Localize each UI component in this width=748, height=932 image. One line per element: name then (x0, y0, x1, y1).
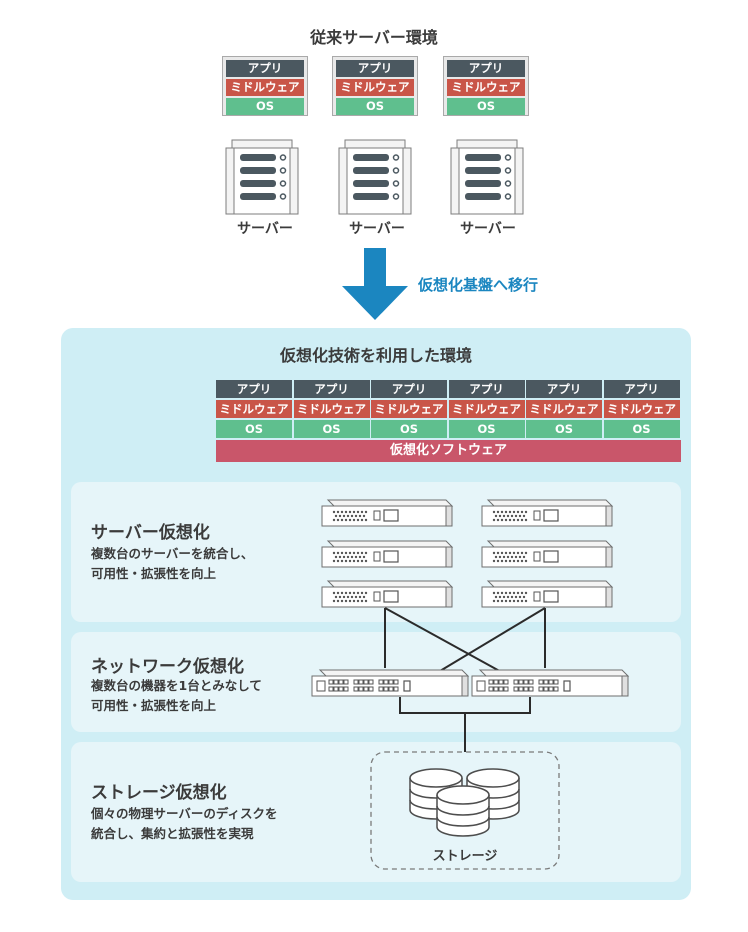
server-label-3: サーバー (460, 221, 516, 237)
server-virt-desc-1: 複数台のサーバーを統合し、 (91, 546, 254, 561)
traditional-stack-3: アプリ ミドルウェア OS (443, 56, 529, 116)
rack-server-icon (481, 540, 613, 568)
network-virt-title: ネットワーク仮想化 (91, 657, 244, 677)
virtual-app-layer: アプリ (603, 380, 680, 398)
storage-virt-desc-2: 統合し、集約と拡張性を実現 (91, 826, 254, 841)
os-layer: OS (336, 98, 414, 115)
storage-virt-desc-1: 個々の物理サーバーのディスクを (91, 806, 278, 821)
virtual-os-layer: OS (526, 420, 602, 438)
rack-server-icon (481, 499, 613, 527)
virtual-app-layer: アプリ (293, 380, 370, 398)
traditional-stack-2: アプリ ミドルウェア OS (332, 56, 418, 116)
virtualization-software-layer: 仮想化ソフトウェア (216, 440, 681, 462)
virtual-app-layer: アプリ (216, 380, 292, 398)
rack-server-icon (481, 580, 613, 608)
virtual-os-layer: OS (293, 420, 370, 438)
os-layer: OS (226, 98, 304, 115)
network-switch-icon (311, 669, 469, 697)
traditional-stack-1: アプリ ミドルウェア OS (222, 56, 308, 116)
middleware-layer: ミドルウェア (226, 79, 304, 96)
storage-label: ストレージ (432, 849, 498, 864)
virtual-middleware-layer: ミドルウェア (448, 400, 525, 418)
rack-server-icon (321, 580, 453, 608)
app-layer: アプリ (447, 60, 525, 77)
traditional-title: 従来サーバー環境 (310, 28, 438, 47)
network-virt-desc-1: 複数台の機器を1台とみなして (91, 678, 262, 693)
storage-virt-title: ストレージ仮想化 (91, 783, 227, 803)
middleware-layer: ミドルウェア (336, 79, 414, 96)
migration-arrow-icon (342, 248, 408, 320)
app-layer: アプリ (336, 60, 414, 77)
storage-virtualization-panel (71, 742, 681, 882)
virtual-os-layer: OS (448, 420, 525, 438)
rack-server-icon (321, 540, 453, 568)
os-layer: OS (447, 98, 525, 115)
virtual-title: 仮想化技術を利用した環境 (279, 346, 472, 365)
virtual-middleware-layer: ミドルウェア (603, 400, 680, 418)
virtual-middleware-layer: ミドルウェア (293, 400, 370, 418)
virtual-middleware-layer: ミドルウェア (371, 400, 447, 418)
connection-lines (384, 607, 546, 752)
virtual-app-layer: アプリ (448, 380, 525, 398)
app-layer: アプリ (226, 60, 304, 77)
storage-disk-icon (436, 785, 490, 837)
server-label-2: サーバー (349, 221, 405, 237)
middleware-layer: ミドルウェア (447, 79, 525, 96)
storage-pool-frame (370, 751, 560, 870)
virtual-app-layer: アプリ (371, 380, 447, 398)
server-virt-title: サーバー仮想化 (91, 523, 210, 543)
server-label-1: サーバー (237, 221, 293, 237)
network-switch-icon (471, 669, 629, 697)
virtual-app-layer: アプリ (526, 380, 602, 398)
rack-server-icon (321, 499, 453, 527)
virtual-os-layer: OS (216, 420, 292, 438)
virtual-middleware-layer: ミドルウェア (526, 400, 602, 418)
migration-label: 仮想化基盤へ移行 (418, 276, 539, 294)
server-virt-desc-2: 可用性・拡張性を向上 (91, 566, 217, 581)
network-virt-desc-2: 可用性・拡張性を向上 (91, 698, 217, 713)
virtual-os-layer: OS (371, 420, 447, 438)
virtual-middleware-layer: ミドルウェア (216, 400, 292, 418)
virtual-os-layer: OS (603, 420, 680, 438)
